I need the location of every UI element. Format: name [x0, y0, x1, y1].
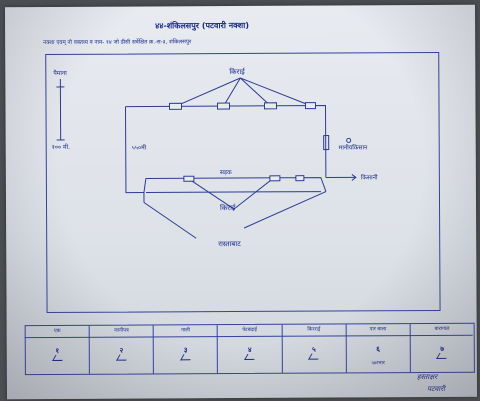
scale-label: पैमाना [53, 69, 67, 77]
check-mark-icon [115, 354, 130, 361]
branch-line-2 [223, 77, 241, 107]
road-lower [145, 191, 321, 193]
table-cell: एक १ [25, 325, 91, 375]
road-box-2 [269, 175, 281, 182]
field-top-right-edge [125, 105, 327, 178]
branch-line-1 [175, 77, 241, 107]
lower-right-diagonal [243, 191, 327, 229]
table-header: जानीपत्र [114, 327, 129, 334]
site-diagram [56, 77, 357, 239]
table-subtext: ५७ाभार [371, 360, 385, 367]
signature-line-1: हस्ताक्षर [416, 372, 438, 382]
table-cell: पार बाला ६ ५७ाभार [346, 324, 411, 373]
road-label: सड़क [219, 169, 232, 177]
table-header: नाली [181, 327, 190, 334]
field-left-edge [124, 106, 144, 194]
right-arrow-label: किसानी [360, 174, 378, 182]
table-cell: किरराई ५ [282, 324, 347, 373]
road-left-end [143, 178, 147, 203]
marker-dot [346, 137, 352, 143]
check-mark-icon [51, 354, 66, 361]
right-edge-label: मानीयकिसान [338, 144, 368, 152]
road-box-1 [183, 175, 195, 182]
road-box-3 [295, 175, 305, 182]
check-mark-icon [244, 353, 258, 360]
pole-box-1 [168, 102, 183, 110]
table-header: बारागाल [434, 325, 450, 332]
top-node-label: किराई [229, 67, 245, 77]
check-mark-icon [308, 353, 322, 360]
branch-line-4 [240, 77, 311, 107]
table-cell: जानीपत्र २ [89, 325, 155, 374]
summary-table: एक १ जानीपत्र २ नाली ३ पेटबंदाई ४ किरराई… [24, 322, 475, 376]
table-header: पेटबंदाई [242, 326, 257, 333]
road-upper [145, 177, 327, 192]
right-gate-box [323, 135, 330, 151]
lower-left-diagonal [143, 202, 197, 239]
table-cell: नाली ३ [153, 325, 219, 374]
table-cell: बारागाल ७ [410, 324, 473, 372]
pole-box-2 [216, 102, 231, 110]
center-node-label: किराई [220, 204, 236, 213]
pole-box-4 [304, 102, 317, 110]
paper-sheet: ४४-शंकिलसपुर (पटवारी नक्शा) नक्शा एवम् न… [4, 4, 478, 400]
table-cell: पेटबंदाई ४ [218, 324, 283, 374]
signature-line-2: पटवारी [426, 384, 445, 394]
table-value: ६ [376, 345, 380, 354]
table-header: पार बाला [369, 326, 387, 333]
right-arrow-head [351, 174, 357, 181]
scale-foot-label: १०० मी. [51, 143, 71, 151]
left-edge-label: ५५०मी [131, 144, 147, 152]
pole-box-3 [263, 102, 278, 110]
lower-branch-2 [233, 177, 275, 210]
bottom-label: रास्ताबाट [218, 240, 241, 249]
check-mark-icon [179, 354, 194, 361]
table-header: एक [53, 327, 61, 334]
check-mark-icon [436, 352, 450, 359]
table-header: किरराई [307, 326, 321, 333]
lower-branch-1 [187, 177, 235, 210]
branch-line-3 [240, 77, 271, 107]
